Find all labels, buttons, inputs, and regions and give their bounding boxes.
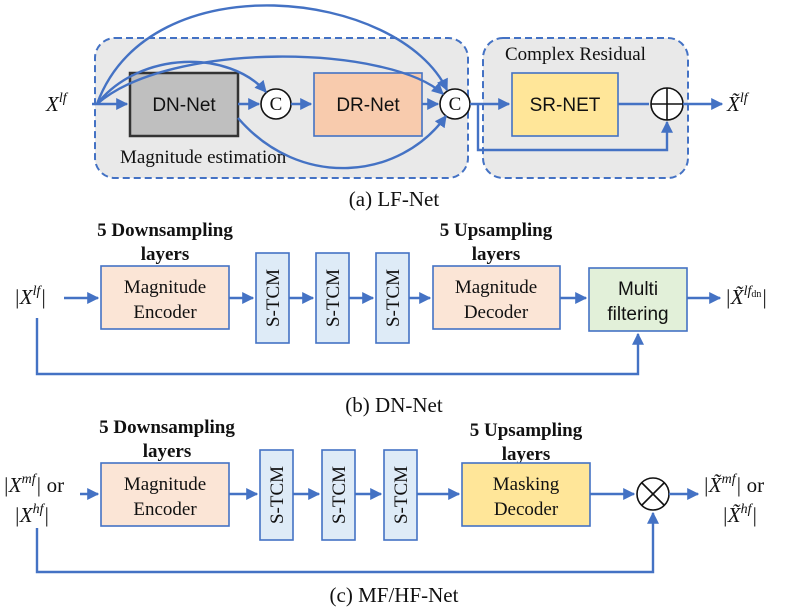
dn-decoder-block [432,265,561,330]
dn-tcm-block-1 [255,252,290,344]
dn-downsampling-line1: 5 Downsampling [97,220,233,241]
multi-filtering-block [588,267,688,332]
mf-upsampling-line1: 5 Upsampling [470,420,583,441]
dn-net-label: DN-Net [152,95,216,116]
concat-node-2-label: C [449,94,462,115]
sum-node [650,87,684,121]
dn-net-caption: (b) DN-Net [345,393,443,417]
mf-encoder-line2: Encoder [133,499,197,520]
sr-net-label: SR-NET [530,95,601,116]
dn-output-label: |X̃lfdn| [725,284,767,309]
multiply-node [636,477,670,511]
multi-filtering-line2: filtering [607,304,668,325]
concat-node-1-label: C [270,94,283,115]
lf-net-section: Complex Residual Magnitude estimation DN… [45,4,750,211]
dn-decoder-line1: Magnitude [455,277,537,298]
mf-downsampling-line2: layers [143,441,192,462]
masking-decoder-block [461,462,591,527]
mf-downsampling-line1: 5 Downsampling [99,417,235,438]
dn-encoder-block [100,265,230,330]
mf-tcm-label-3: S-TCM [391,466,412,524]
dn-net-block [128,71,240,138]
mf-input-label-a: |Xmf| or [3,472,64,497]
dn-encoder-line2: Encoder [133,302,197,323]
dn-net-section: 5 Downsampling layers 5 Upsampling layer… [14,220,767,417]
dn-tcm-block-2 [315,252,350,344]
lf-net-caption: (a) LF-Net [349,187,440,211]
dn-input-label: |Xlf| [14,284,46,309]
mf-upsampling-line2: layers [502,444,551,465]
dn-upsampling-line1: 5 Upsampling [440,220,553,241]
mfhf-net-caption: (c) MF/HF-Net [330,583,459,607]
lf-output-label: X̃lf [726,91,750,116]
dn-encoder-line1: Magnitude [124,277,206,298]
magnitude-estimation-label: Magnitude estimation [120,147,287,168]
dn-downsampling-line2: layers [141,244,190,265]
dn-tcm-label-2: S-TCM [323,269,344,327]
mf-tcm-label-2: S-TCM [329,466,350,524]
dn-decoder-line2: Decoder [464,302,529,323]
dr-net-block [313,72,423,137]
dn-tcm-label-1: S-TCM [263,269,284,327]
masking-decoder-line2: Decoder [494,499,559,520]
mf-input-label-b: |Xhf| [14,502,49,527]
mfhf-net-section: 5 Downsampling layers 5 Upsampling layer… [3,417,764,607]
dn-upsampling-line2: layers [472,244,521,265]
mf-tcm-block-3 [383,449,418,541]
mf-tcm-block-2 [321,449,356,541]
complex-residual-label: Complex Residual [505,44,646,65]
mf-output-label-b: |X̃hf| [722,502,757,527]
sr-net-block [511,72,619,137]
multi-filtering-line1: Multi [618,279,658,300]
dr-net-label: DR-Net [336,95,400,116]
mf-tcm-label-1: S-TCM [267,466,288,524]
mf-encoder-line1: Magnitude [124,474,206,495]
masking-decoder-line1: Masking [493,474,560,495]
lf-input-label: Xlf [45,91,69,116]
dn-tcm-label-3: S-TCM [383,269,404,327]
mf-output-label-a: |X̃mf| or [703,472,764,497]
mf-encoder-block [100,462,230,527]
